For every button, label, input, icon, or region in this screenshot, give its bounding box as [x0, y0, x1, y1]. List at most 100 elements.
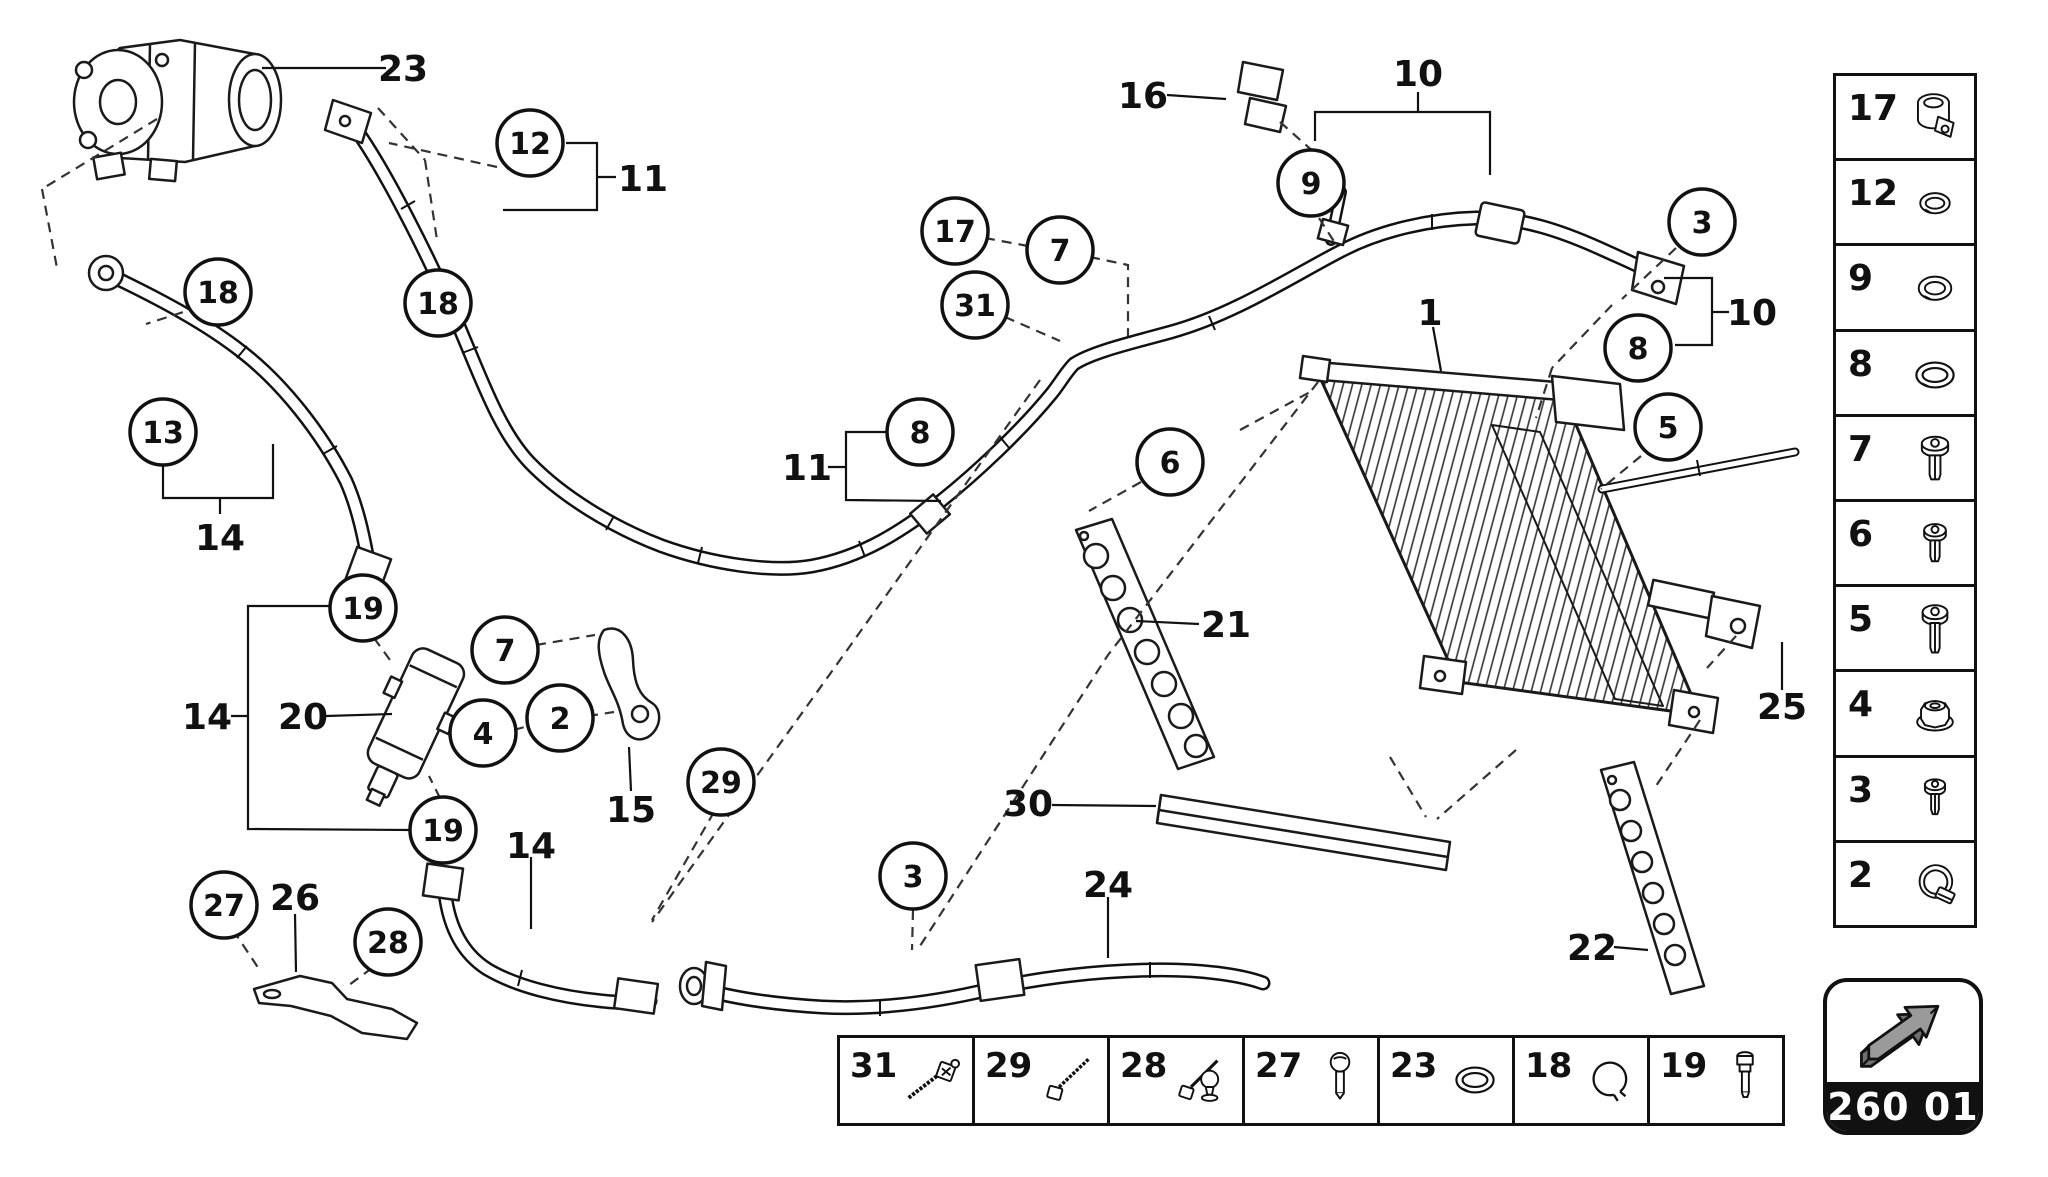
legend-cell-part-18: 18: [1512, 1035, 1650, 1126]
callout-number: 12: [509, 127, 551, 162]
callout-ring: [353, 907, 423, 977]
compressor-drawing: [72, 38, 283, 183]
callout-ring: [1025, 215, 1095, 285]
part-number: 23: [1390, 1046, 1438, 1086]
callout-ring: [1667, 187, 1737, 257]
part-number: 4: [1848, 684, 1874, 726]
seal-strip-drawing: [1155, 793, 1452, 872]
torx-screw-small-icon: [1904, 510, 1966, 584]
callout-number: 29: [700, 766, 742, 801]
part-label: 26: [270, 878, 320, 919]
part-label: 23: [378, 49, 428, 90]
legend-cell-part-28: 28: [1107, 1035, 1245, 1126]
page-code-badge: 260 01: [1823, 978, 1983, 1135]
callout-number: 18: [197, 276, 239, 311]
part-label: 10: [1393, 54, 1443, 95]
receiver-drier-drawing: [365, 647, 466, 807]
callout-circle-19: 19: [408, 795, 478, 865]
callout-circle-19: 19: [328, 573, 398, 643]
part-number: 31: [850, 1046, 898, 1086]
callout-circle-18: 18: [183, 257, 253, 327]
part-label: 11: [782, 448, 832, 489]
callout-ring: [878, 841, 948, 911]
part-number: 29: [985, 1046, 1033, 1086]
callout-ring: [1135, 427, 1205, 497]
page-code: 260 01: [1827, 1084, 1979, 1129]
hose-clamp-icon: [1904, 851, 1966, 925]
o-ring-icon: [1904, 254, 1966, 328]
part-number: 5: [1848, 599, 1874, 641]
callout-circle-12: 12: [495, 108, 565, 178]
callout-ring: [128, 397, 198, 467]
callout-ring: [525, 683, 595, 753]
part-number: 2: [1848, 854, 1874, 896]
part-number: 12: [1848, 173, 1899, 215]
cable-tie-with-clip-icon: [904, 1044, 966, 1120]
callout-circle-7: 7: [470, 615, 540, 685]
perforated-bracket-21-drawing: [1074, 517, 1216, 771]
flange-nut-icon: [1904, 680, 1966, 754]
leader-lines: [161, 66, 1784, 973]
part-label: 21: [1201, 605, 1251, 646]
legend-cell-part-2: 2: [1833, 839, 1977, 928]
rear-tube-drawing: [1597, 447, 1800, 494]
pipe-clamp-icon: [1904, 84, 1966, 158]
part-label: 14: [182, 697, 232, 738]
part-number: 8: [1848, 343, 1874, 385]
legend-cell-part-17: 17: [1833, 73, 1977, 162]
callout-ring: [403, 268, 473, 338]
callout-ring: [1603, 313, 1673, 383]
torx-screw-short-icon: [1904, 766, 1966, 840]
part-number: 6: [1848, 513, 1874, 555]
part-label: 10: [1727, 293, 1777, 334]
callout-circle-17: 17: [920, 196, 990, 266]
callout-number: 17: [934, 215, 976, 250]
callout-ring: [495, 108, 565, 178]
callout-ring: [448, 698, 518, 768]
callout-circle-8: 8: [885, 397, 955, 467]
part-number: 27: [1255, 1046, 1303, 1086]
callout-number: 3: [903, 860, 924, 895]
part-label: 14: [195, 518, 245, 559]
page-code-band: 260 01: [1827, 1082, 1979, 1131]
callout-number: 18: [417, 287, 459, 322]
clamp-ring-icon: [1579, 1044, 1641, 1120]
part-label: 22: [1567, 928, 1617, 969]
callout-circle-29: 29: [686, 747, 756, 817]
legend-cell-part-23: 23: [1377, 1035, 1515, 1126]
legend-cell-part-5: 5: [1833, 584, 1977, 673]
callout-number: 27: [203, 889, 245, 924]
legend-cell-part-8: 8: [1833, 328, 1977, 417]
callout-number: 3: [1692, 206, 1713, 241]
callout-ring: [1633, 392, 1703, 462]
callout-ring: [686, 747, 756, 817]
callout-ring: [920, 196, 990, 266]
callout-number: 5: [1658, 411, 1679, 446]
push-rivet-icon: [1309, 1044, 1371, 1120]
callout-circle-3: 3: [1667, 187, 1737, 257]
o-ring-large-icon: [1904, 340, 1966, 414]
callout-number: 13: [142, 416, 184, 451]
torx-screw-icon: [1904, 425, 1966, 499]
callout-circle-27: 27: [189, 870, 259, 940]
part-label: 20: [278, 697, 328, 738]
part-label: 16: [1118, 76, 1168, 117]
part-label: 30: [1003, 784, 1053, 825]
callout-circle-4: 4: [448, 698, 518, 768]
legend-cell-part-7: 7: [1833, 413, 1977, 502]
callout-circle-9: 9: [1276, 148, 1346, 218]
legend-cell-part-4: 4: [1833, 669, 1977, 758]
callout-number: 28: [367, 926, 409, 961]
part-label: 14: [506, 826, 556, 867]
part-number: 17: [1848, 88, 1899, 129]
o-ring-small-icon: [1904, 169, 1966, 243]
legend-cell-part-29: 29: [972, 1035, 1110, 1126]
callout-number: 2: [550, 702, 571, 737]
callout-circle-6: 6: [1135, 427, 1205, 497]
part-label: 1: [1417, 293, 1442, 334]
callout-circle-28: 28: [353, 907, 423, 977]
callout-circle-3: 3: [878, 841, 948, 911]
